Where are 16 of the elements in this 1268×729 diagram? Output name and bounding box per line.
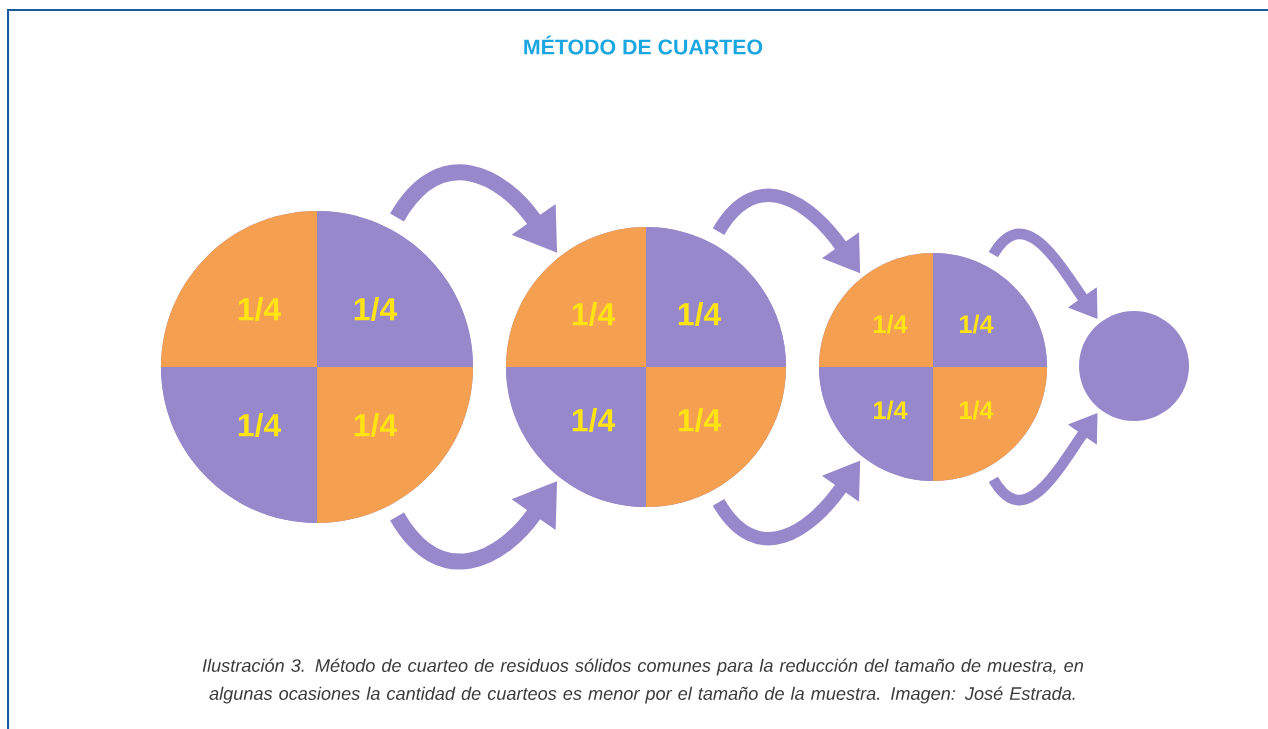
circle [1079, 311, 1189, 421]
quarter-sector: 1/4 [646, 367, 786, 507]
title: MÉTODO DE CUARTEO [524, 35, 763, 55]
quarter-sector: 1/4 [819, 367, 933, 481]
quarter-sector: 1/4 [506, 367, 646, 507]
quarter-sector: 1/4 [317, 367, 473, 523]
quarter-sector: 1/4 [161, 211, 317, 367]
quarter-sector: 1/4 [506, 227, 646, 367]
node-label: 1/4 [572, 408, 616, 432]
quarter-sector: 1/4 [646, 227, 786, 367]
quarter-sector: 1/4 [819, 253, 933, 367]
quarter-sector: 1/4 [161, 367, 317, 523]
quarter-sector: 1/4 [933, 367, 1047, 481]
caption: Ilustración 3. Método de cuarteo de residuos sólidos comunes para la reducción del tamaño de muestra, en algunas ocasiones la cantidad de cuarteos es menor por el tamaño de la muestra. Imagen: José Estrada. [202, 658, 1083, 704]
quarter-sector: 1/4 [317, 211, 473, 367]
quarter-sector: 1/4 [933, 253, 1047, 367]
